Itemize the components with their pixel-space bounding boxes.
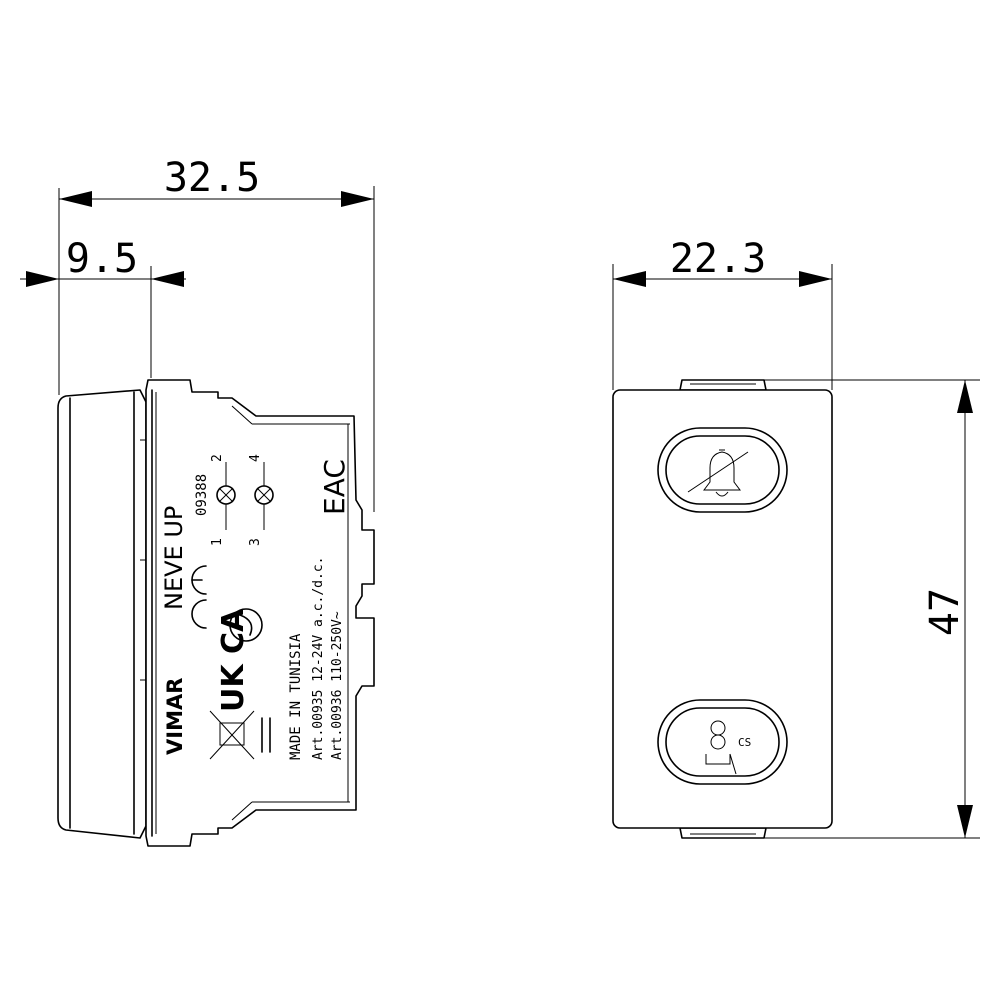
svg-text:1: 1 [210, 538, 225, 546]
front-button-top [657, 427, 788, 513]
dimension-width-value: 22.3 [670, 236, 766, 282]
front-view: CS [612, 379, 833, 839]
code-label: 09388 [194, 474, 210, 516]
dimension-height: 47 [764, 379, 980, 839]
svg-text:3: 3 [248, 538, 263, 546]
side-view: VIMAR NEVE UP 09388 UK CA [57, 379, 375, 847]
front-body [612, 389, 833, 829]
art-1-label: Art.00935 12-24V a.c./d.c. [311, 557, 326, 761]
brand-label: VIMAR [163, 678, 187, 755]
eac-mark: EAC [318, 459, 351, 515]
series-label: NEVE UP [160, 506, 188, 610]
dimension-front-depth: 9.5 [20, 236, 186, 378]
ukca-mark-icon: UK CA [216, 608, 251, 712]
terminal-diagram: 1 2 3 4 [210, 454, 274, 546]
side-body [145, 379, 375, 847]
dimension-width: 22.3 [612, 236, 833, 390]
dimension-height-value: 47 [922, 588, 968, 636]
side-front-cap [57, 389, 147, 839]
bell-crossed-icon [687, 449, 749, 497]
svg-text:2: 2 [210, 454, 225, 462]
cleaning-service-icon: CS [705, 720, 751, 775]
dimension-overall-depth-value: 32.5 [164, 155, 260, 201]
svg-text:CS: CS [738, 736, 751, 749]
dimension-overall-depth: 32.5 [58, 155, 375, 512]
front-button-bottom: CS [657, 699, 788, 785]
svg-text:4: 4 [248, 454, 263, 462]
svg-text:UK CA: UK CA [216, 608, 251, 712]
dimension-front-depth-value: 9.5 [66, 236, 138, 282]
ce-mark-icon [191, 565, 207, 629]
weee-bin-icon [209, 710, 255, 760]
approval-mark-icon [229, 608, 263, 642]
made-in-label: MADE IN TUNISIA [288, 633, 304, 760]
art-2-label: Art.00936 110-250V~ [330, 611, 345, 760]
